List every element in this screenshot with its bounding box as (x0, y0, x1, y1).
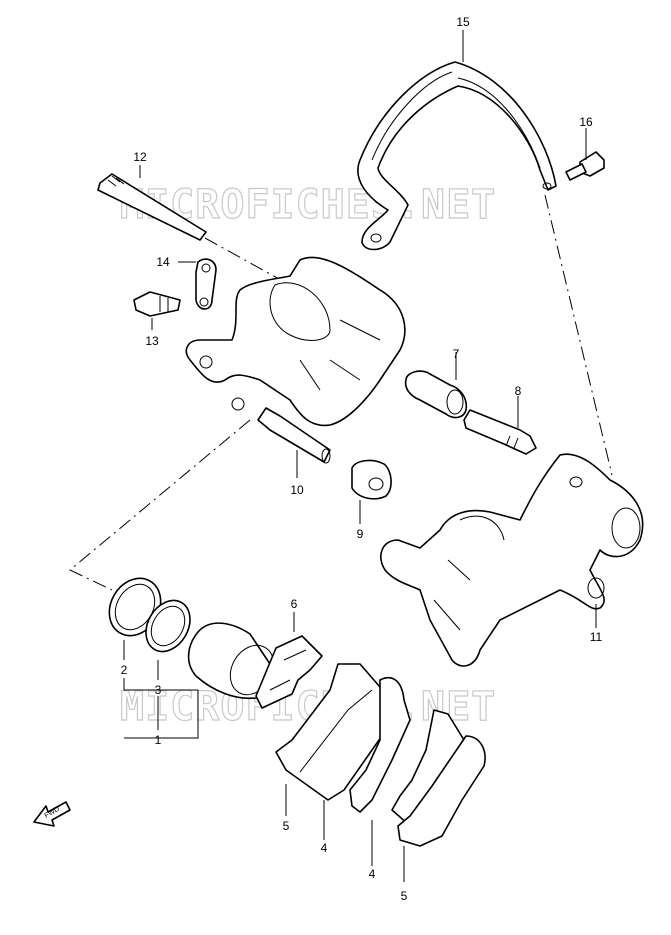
callout-8: 8 (515, 384, 522, 398)
part-15-bracket (357, 61, 557, 251)
leader-lines (123, 30, 597, 882)
callout-4a: 4 (321, 841, 328, 855)
part-9-boot (351, 459, 392, 500)
callout-3: 3 (155, 683, 162, 697)
part-12-pin (97, 173, 207, 241)
part-4-pad-rear (349, 676, 411, 813)
callout-12: 12 (133, 150, 147, 164)
callout-4b: 4 (369, 867, 376, 881)
part-8-bolt (463, 409, 537, 455)
callout-labels: 15 16 12 14 13 7 8 10 9 11 6 2 3 1 5 4 4… (121, 15, 603, 903)
part-6-spring (255, 635, 323, 709)
fwd-arrow-icon: FWD (33, 801, 71, 827)
assembly-lines (69, 194, 613, 591)
callout-6: 6 (291, 597, 298, 611)
part-16-bolt (565, 151, 605, 181)
part-3-seal (145, 599, 191, 653)
part-13-bleeder (133, 291, 181, 317)
callout-1: 1 (155, 733, 162, 747)
callout-16: 16 (579, 115, 593, 129)
callout-10: 10 (290, 483, 304, 497)
part-1-piston (187, 622, 275, 700)
part-7-sleeve (404, 370, 468, 419)
callout-5a: 5 (283, 819, 290, 833)
caliper-body (185, 256, 406, 427)
callout-13: 13 (145, 334, 159, 348)
part-11-bracket (380, 453, 644, 667)
callout-15: 15 (456, 15, 470, 29)
callout-9: 9 (357, 527, 364, 541)
callout-7: 7 (453, 347, 460, 361)
part-10-pin (257, 407, 331, 464)
callout-14: 14 (156, 255, 170, 269)
callout-11: 11 (590, 630, 603, 644)
part-14-plate (195, 258, 217, 310)
callout-2: 2 (121, 663, 128, 677)
callout-5b: 5 (401, 889, 408, 903)
part-5-shim-rear (397, 735, 486, 847)
